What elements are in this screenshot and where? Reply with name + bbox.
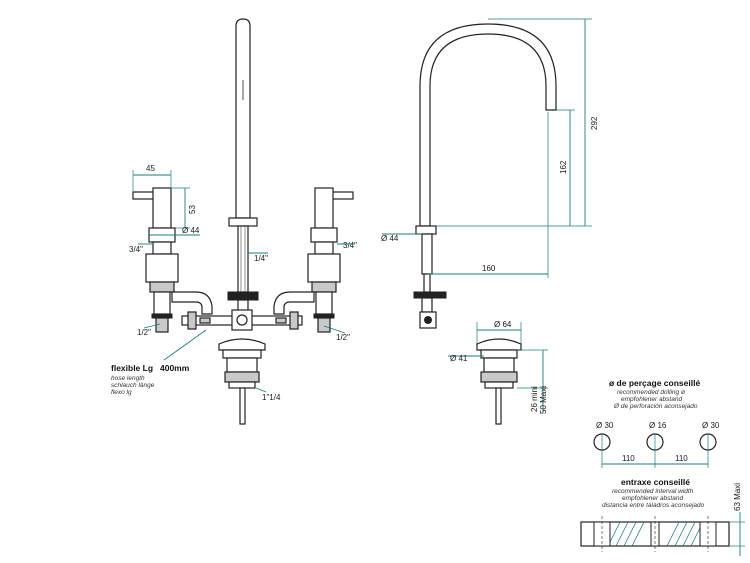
hole-30-a-label: Ø 30	[596, 421, 614, 430]
spacing-section: entraxe conseillé recommended interval w…	[580, 477, 745, 556]
hose-trans-de: schlauch länge	[111, 382, 155, 389]
dim-160-label: 160	[482, 264, 496, 273]
thread-1-14-label: 1"1/4	[262, 393, 281, 402]
dim-diam-44-left: Ø 44	[149, 226, 200, 236]
drilling-trans-de: empfohlener abstand	[621, 396, 682, 403]
dim-53-label: 53	[188, 205, 197, 214]
dim-45: 45	[132, 164, 172, 192]
hose-label-block: flexible Lg 400mm hose length schlauch l…	[111, 329, 207, 396]
thread-14-label: 1/4"	[254, 254, 268, 263]
hose-length: 400mm	[160, 363, 190, 373]
dim-diam-41-label: Ø 41	[450, 354, 468, 363]
drilling-trans-es: Ø de perforación aconsejado	[613, 403, 698, 410]
spacing-trans-de: empfohlener abstand	[622, 495, 683, 502]
left-handle-valve	[132, 187, 213, 333]
front-drain	[218, 338, 266, 425]
dim-50-maxi-label: 50 Maxi	[539, 386, 548, 414]
drilling-trans-en: recommended drilling ø	[617, 389, 685, 396]
hose-trans-en: hose length	[111, 375, 145, 382]
spacing-trans-es: distancia entre taladros aconsejado	[602, 502, 705, 509]
thread-34-left-label: 3/4"	[129, 245, 143, 254]
dim-292-label: 292	[590, 116, 599, 130]
hose-label: flexible Lg	[111, 363, 153, 373]
spacing-trans-en: recommended interval width	[612, 488, 694, 495]
dim-45-label: 45	[146, 164, 155, 173]
side-spout-arc	[419, 23, 557, 227]
drilling-plan: ø de perçage conseillé recommended drill…	[593, 378, 720, 468]
drilling-title: ø de perçage conseillé	[609, 378, 700, 388]
dim-53: 53	[171, 187, 197, 229]
right-handle-valve	[273, 187, 354, 333]
dim-63-maxi-label: 63 Maxi	[733, 483, 742, 511]
spacing-110-a-label: 110	[622, 454, 635, 463]
dim-26-mini-label: 26 mini	[530, 386, 539, 412]
hole-16-label: Ø 16	[649, 421, 667, 430]
front-spout	[227, 18, 259, 317]
dim-160: 160	[428, 112, 549, 278]
thread-12-left-label: 1/2"	[137, 328, 151, 337]
dim-diam-44-side: Ø 44	[381, 233, 422, 243]
spacing-110-b-label: 110	[675, 454, 688, 463]
dim-162-label: 162	[559, 160, 568, 174]
side-drain: Ø 64 Ø 41 26 mini 50 Maxi	[448, 320, 548, 425]
front-view: 45 53 Ø 44 3/4" 3/4" 1/4" 1/2" 1/2" 1"1/…	[111, 18, 357, 425]
dim-diam-44-left-label: Ø 44	[182, 226, 200, 235]
dim-diam-44-side-label: Ø 44	[381, 234, 399, 243]
thread-34-right-label: 3/4"	[343, 241, 357, 250]
hose-manifold	[181, 309, 303, 331]
hole-30-b-label: Ø 30	[702, 421, 720, 430]
thread-12-right-label: 1/2"	[336, 333, 350, 342]
dim-diam-64-label: Ø 64	[494, 320, 512, 329]
dim-162: 162	[556, 109, 575, 226]
dim-292: 292	[436, 18, 599, 227]
spacing-title: entraxe conseillé	[621, 477, 690, 487]
side-view: 292 162 160 Ø 44 Ø 64 Ø 4	[381, 18, 599, 425]
hose-trans-it: flexo lg	[111, 389, 132, 396]
